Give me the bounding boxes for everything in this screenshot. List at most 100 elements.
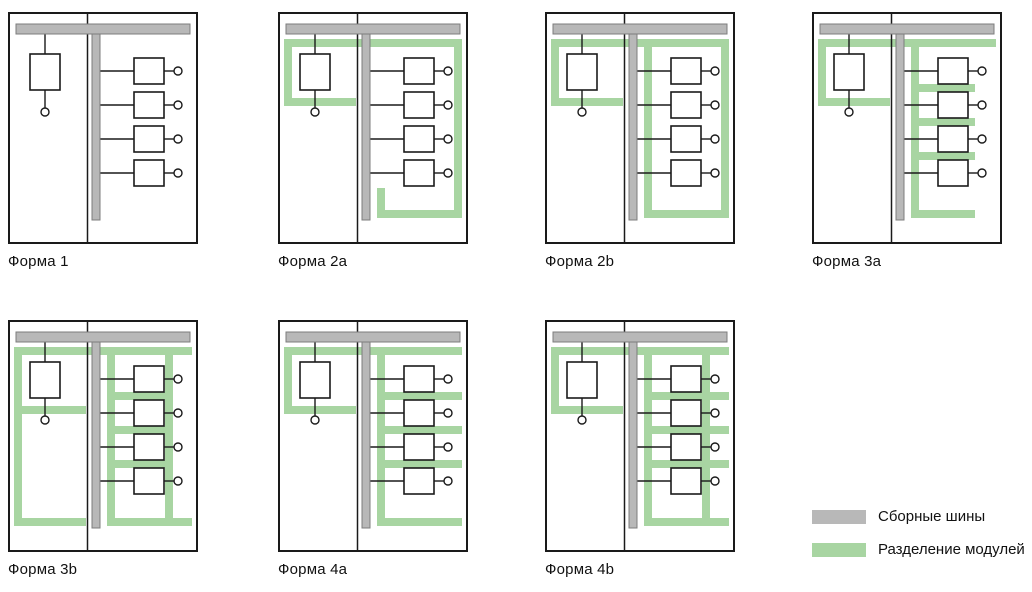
form-cell-форма-2a: Форма 2a [278, 12, 468, 270]
enclosure-outline [278, 320, 468, 552]
outgoing-unit [403, 57, 435, 85]
module-separation-barrier [377, 45, 462, 218]
legend-label-busbars: Сборные шины [878, 508, 986, 525]
main-busbar [285, 331, 461, 343]
enclosure-outline [8, 12, 198, 244]
separation-swatch [812, 542, 866, 557]
enclosure-outline [278, 12, 468, 244]
cabinet-diagram [812, 12, 1002, 244]
main-busbar [819, 23, 995, 35]
legend-item-busbars: Сборные шины [812, 508, 1025, 525]
incoming-terminal [577, 415, 587, 425]
form-label: Форма 1 [8, 253, 69, 270]
incoming-terminal [310, 415, 320, 425]
module-separation-barrier [551, 351, 623, 414]
outgoing-terminal [443, 66, 453, 76]
outgoing-terminal [173, 408, 183, 418]
outgoing-terminal [710, 476, 720, 486]
cabinet-diagram [545, 12, 735, 244]
outgoing-unit [403, 399, 435, 427]
incoming-terminal [844, 107, 854, 117]
main-busbar [15, 331, 191, 343]
outgoing-terminal [173, 100, 183, 110]
outgoing-unit [670, 365, 702, 393]
riser-busbar [361, 341, 371, 529]
outgoing-unit [670, 91, 702, 119]
riser-busbar [628, 33, 638, 221]
incoming-terminal [40, 107, 50, 117]
outgoing-unit [403, 365, 435, 393]
outgoing-terminal [443, 476, 453, 486]
cabinet-diagram [278, 12, 468, 244]
outgoing-terminal [710, 66, 720, 76]
incoming-unit [566, 53, 598, 91]
outgoing-terminal [977, 168, 987, 178]
outgoing-terminal [443, 134, 453, 144]
riser-busbar [361, 33, 371, 221]
outgoing-unit [133, 365, 165, 393]
outgoing-unit [670, 467, 702, 495]
outgoing-unit [403, 91, 435, 119]
cabinet-diagram [545, 320, 735, 552]
form-cell-форма-1: Форма 1 [8, 12, 198, 270]
module-separation-barrier [818, 43, 890, 106]
outgoing-unit [670, 125, 702, 153]
outgoing-terminal [710, 408, 720, 418]
outgoing-unit [133, 159, 165, 187]
outgoing-terminal [173, 66, 183, 76]
outgoing-terminal [710, 374, 720, 384]
outgoing-unit [403, 159, 435, 187]
riser-busbar [628, 341, 638, 529]
module-separation-barrier [551, 43, 623, 106]
incoming-unit [29, 361, 61, 399]
main-busbar [285, 23, 461, 35]
outgoing-terminal [173, 374, 183, 384]
busbar-swatch [812, 509, 866, 524]
outgoing-unit [670, 433, 702, 461]
main-busbar [552, 23, 728, 35]
outgoing-unit [403, 467, 435, 495]
main-busbar [552, 331, 728, 343]
outgoing-unit [937, 159, 969, 187]
incoming-unit [566, 361, 598, 399]
outgoing-terminal [977, 100, 987, 110]
outgoing-terminal [443, 408, 453, 418]
form-label: Форма 4a [278, 561, 348, 578]
outgoing-terminal [443, 442, 453, 452]
riser-busbar [895, 33, 905, 221]
outgoing-unit [937, 57, 969, 85]
form-cell-форма-3a: Форма 3a [812, 12, 1002, 270]
outgoing-terminal [443, 100, 453, 110]
form-cell-форма-2b: Форма 2b [545, 12, 735, 270]
form-label: Форма 2a [278, 253, 348, 270]
riser-busbar [91, 33, 101, 221]
outgoing-unit [670, 159, 702, 187]
outgoing-unit [133, 399, 165, 427]
cabinet-diagram [8, 320, 198, 552]
incoming-unit [299, 361, 331, 399]
outgoing-terminal [977, 66, 987, 76]
outgoing-terminal [977, 134, 987, 144]
outgoing-terminal [173, 476, 183, 486]
cabinet-diagram [8, 12, 198, 244]
outgoing-unit [403, 125, 435, 153]
form-label: Форма 2b [545, 253, 615, 270]
outgoing-terminal [443, 374, 453, 384]
module-separation-barrier [284, 351, 356, 414]
legend: Сборные шины Разделение модулей [812, 508, 1025, 558]
outgoing-unit [670, 399, 702, 427]
incoming-unit [29, 53, 61, 91]
legend-item-separation: Разделение модулей [812, 541, 1025, 558]
outgoing-terminal [710, 442, 720, 452]
incoming-unit [833, 53, 865, 91]
outgoing-unit [133, 91, 165, 119]
incoming-unit [299, 53, 331, 91]
outgoing-unit [937, 91, 969, 119]
outgoing-terminal [710, 100, 720, 110]
riser-busbar [91, 341, 101, 529]
outgoing-unit [403, 433, 435, 461]
legend-label-separation: Разделение модулей [878, 541, 1025, 558]
incoming-terminal [40, 415, 50, 425]
enclosure-outline [545, 12, 735, 244]
